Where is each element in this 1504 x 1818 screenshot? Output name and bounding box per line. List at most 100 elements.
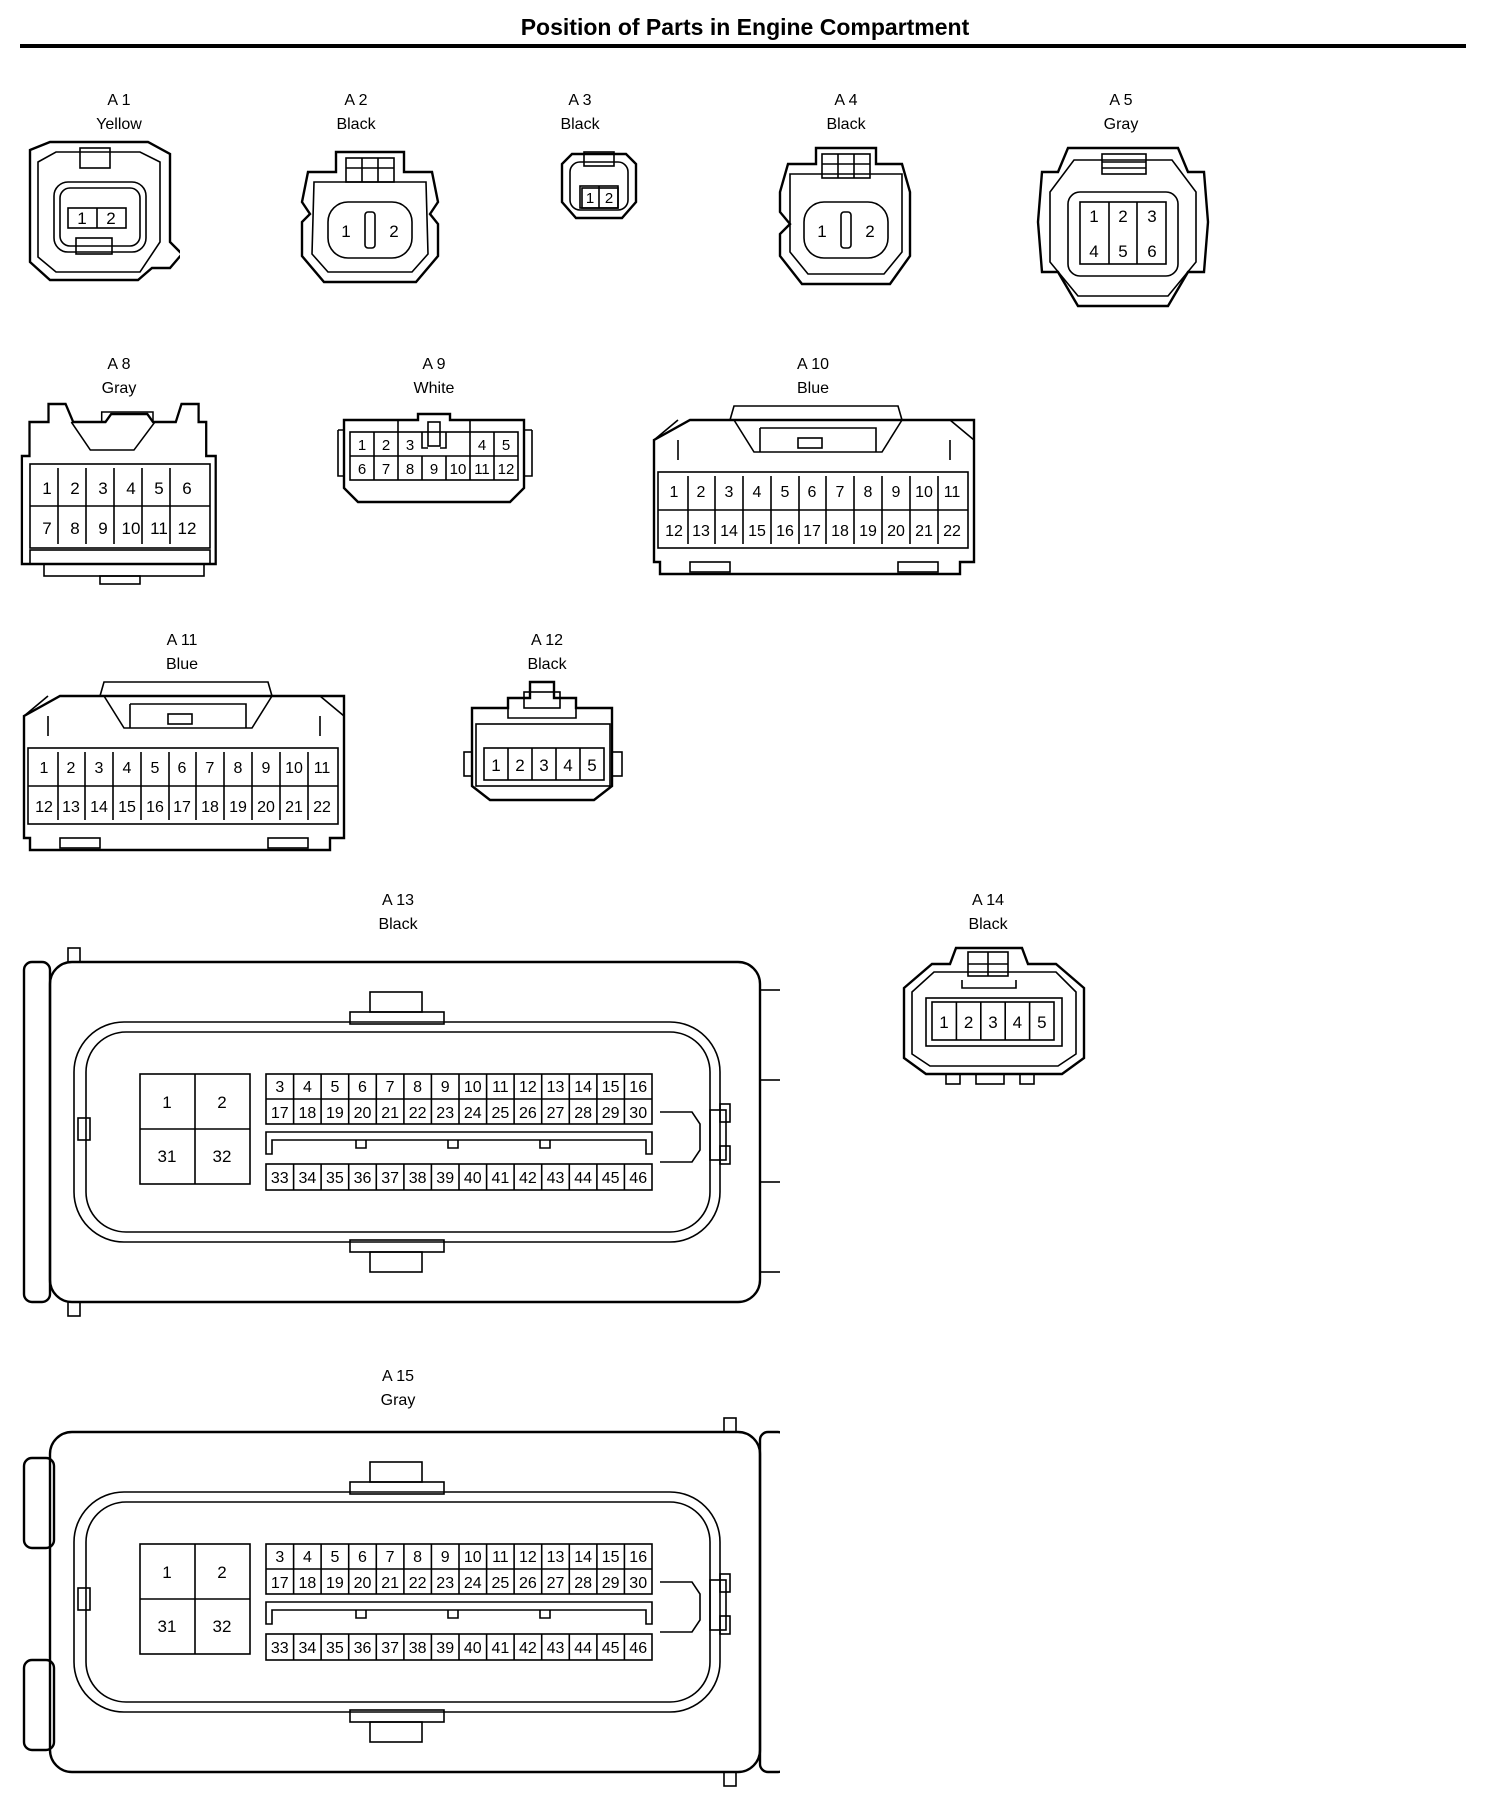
pin-label: 19 bbox=[859, 523, 877, 540]
pin-row-middle: 17 18 19 20 21 22 23 24 25 26 27 28 29 3… bbox=[271, 1105, 647, 1122]
pin-label: 5 bbox=[1118, 242, 1127, 261]
pin-label: 3 bbox=[275, 1549, 284, 1566]
pin-label: 12 bbox=[498, 461, 515, 478]
connector-outline: 1 2 bbox=[300, 150, 440, 284]
pin-label: 9 bbox=[441, 1549, 450, 1566]
pin-label: 25 bbox=[492, 1105, 510, 1122]
pin-label: 10 bbox=[464, 1079, 482, 1096]
pin-label: 18 bbox=[299, 1105, 317, 1122]
pin-label: 2 bbox=[605, 190, 613, 207]
pin-label: 10 bbox=[122, 519, 141, 538]
connector-outline: 1 2 bbox=[778, 146, 912, 286]
connector-outline: 1 2 3 4 5 6 bbox=[1036, 146, 1210, 308]
pin-label: 24 bbox=[464, 1105, 482, 1122]
pin-label: 4 bbox=[563, 756, 572, 775]
connector-id: A 12 bbox=[530, 632, 564, 649]
pin-label: 7 bbox=[382, 461, 390, 478]
pin-label: 42 bbox=[519, 1170, 537, 1187]
pin-row-bottom: 33 34 35 36 37 38 39 40 41 42 43 44 45 4… bbox=[271, 1640, 647, 1657]
pin-label: 35 bbox=[326, 1170, 344, 1187]
pin-label: 10 bbox=[464, 1549, 482, 1566]
pin-label: 36 bbox=[354, 1170, 372, 1187]
pin-label: 6 bbox=[358, 1549, 367, 1566]
pin-label: 17 bbox=[271, 1105, 289, 1122]
connector-outline: 1 2 3 4 5 6 7 8 9 10 11 12 bbox=[337, 412, 533, 504]
pin-label: 1 bbox=[40, 760, 49, 777]
pin-label: 8 bbox=[406, 461, 414, 478]
pin-label: 35 bbox=[326, 1640, 344, 1657]
connector-outline: 1 2 3 4 5 6 7 8 9 10 11 12 13 14 15 16 1… bbox=[22, 681, 346, 852]
pin-label: 1 bbox=[586, 190, 594, 207]
pin-label: 5 bbox=[330, 1079, 339, 1096]
pin-label: 22 bbox=[409, 1575, 427, 1592]
pin-label: 6 bbox=[808, 484, 817, 501]
pin-grid-lines bbox=[292, 1634, 626, 1660]
pin-row-middle: 17 18 19 20 21 22 23 24 25 26 27 28 29 3… bbox=[271, 1575, 647, 1592]
pin-label: 30 bbox=[629, 1105, 647, 1122]
pin-label: 11 bbox=[314, 760, 331, 777]
connector-id: A 10 bbox=[796, 356, 830, 373]
pin-label: 9 bbox=[262, 760, 271, 777]
pin-label: 28 bbox=[574, 1575, 592, 1592]
pin-label: 26 bbox=[519, 1105, 537, 1122]
pin-label: 15 bbox=[118, 799, 136, 816]
pin-label: 27 bbox=[547, 1105, 565, 1122]
connector-color: Black bbox=[968, 916, 1008, 933]
pin-label: 1 bbox=[77, 209, 86, 228]
pin-label: 29 bbox=[602, 1575, 620, 1592]
pin-label: 3 bbox=[1147, 207, 1156, 226]
pin-label: 28 bbox=[574, 1105, 592, 1122]
pin-label: 8 bbox=[413, 1079, 422, 1096]
pin-label: 3 bbox=[275, 1079, 284, 1096]
pin-label: 6 bbox=[1147, 242, 1156, 261]
connector-id: A 15 bbox=[381, 1368, 415, 1385]
pin-label: 16 bbox=[146, 799, 164, 816]
pin-label: 13 bbox=[547, 1079, 565, 1096]
pin-label: 36 bbox=[354, 1640, 372, 1657]
pin-label: 34 bbox=[299, 1170, 317, 1187]
pin-label: 2 bbox=[106, 209, 115, 228]
pin-label: 41 bbox=[492, 1170, 510, 1187]
pin-label: 3 bbox=[406, 437, 414, 454]
pin-label: 16 bbox=[776, 523, 794, 540]
pin-label: 10 bbox=[285, 760, 303, 777]
pin-label: 2 bbox=[67, 760, 76, 777]
pin-label: 14 bbox=[90, 799, 108, 816]
connector-id: A 13 bbox=[381, 892, 415, 909]
pin-label: 44 bbox=[574, 1640, 592, 1657]
pin-label: 40 bbox=[464, 1170, 482, 1187]
pin-label: 21 bbox=[915, 523, 933, 540]
connector-outline: 1 2 3 4 5 bbox=[463, 680, 623, 802]
connector-color: Blue bbox=[796, 380, 830, 397]
pin-label: 4 bbox=[303, 1079, 312, 1096]
pin-label: 1 bbox=[491, 756, 500, 775]
connector-id: A 11 bbox=[166, 632, 198, 649]
connector-color: Black bbox=[560, 116, 600, 133]
pin-label: 3 bbox=[725, 484, 734, 501]
pin-label: 11 bbox=[944, 484, 961, 501]
pin-label: 3 bbox=[539, 756, 548, 775]
pin-label: 16 bbox=[629, 1079, 647, 1096]
pin-label: 20 bbox=[257, 799, 275, 816]
pin-label: 17 bbox=[271, 1575, 289, 1592]
pin-label: 23 bbox=[436, 1575, 454, 1592]
connector-color: Yellow bbox=[96, 116, 142, 133]
pin-label: 1 bbox=[162, 1093, 171, 1112]
connector-color: Black bbox=[527, 656, 567, 673]
pin-label: 43 bbox=[547, 1640, 565, 1657]
pin-label: 18 bbox=[299, 1575, 317, 1592]
pin-label: 5 bbox=[154, 479, 163, 498]
pin-label: 7 bbox=[386, 1079, 395, 1096]
pin-label: 2 bbox=[515, 756, 524, 775]
pin-label: 8 bbox=[864, 484, 873, 501]
pin-label: 15 bbox=[748, 523, 766, 540]
pin-label: 46 bbox=[629, 1640, 647, 1657]
pin-label: 42 bbox=[519, 1640, 537, 1657]
pin-label: 9 bbox=[430, 461, 438, 478]
pin-label: 43 bbox=[547, 1170, 565, 1187]
pin-label: 14 bbox=[574, 1079, 592, 1096]
pin-label: 1 bbox=[341, 222, 350, 241]
pin-label: 4 bbox=[126, 479, 135, 498]
pin-label: 29 bbox=[602, 1105, 620, 1122]
pin-label: 9 bbox=[892, 484, 901, 501]
